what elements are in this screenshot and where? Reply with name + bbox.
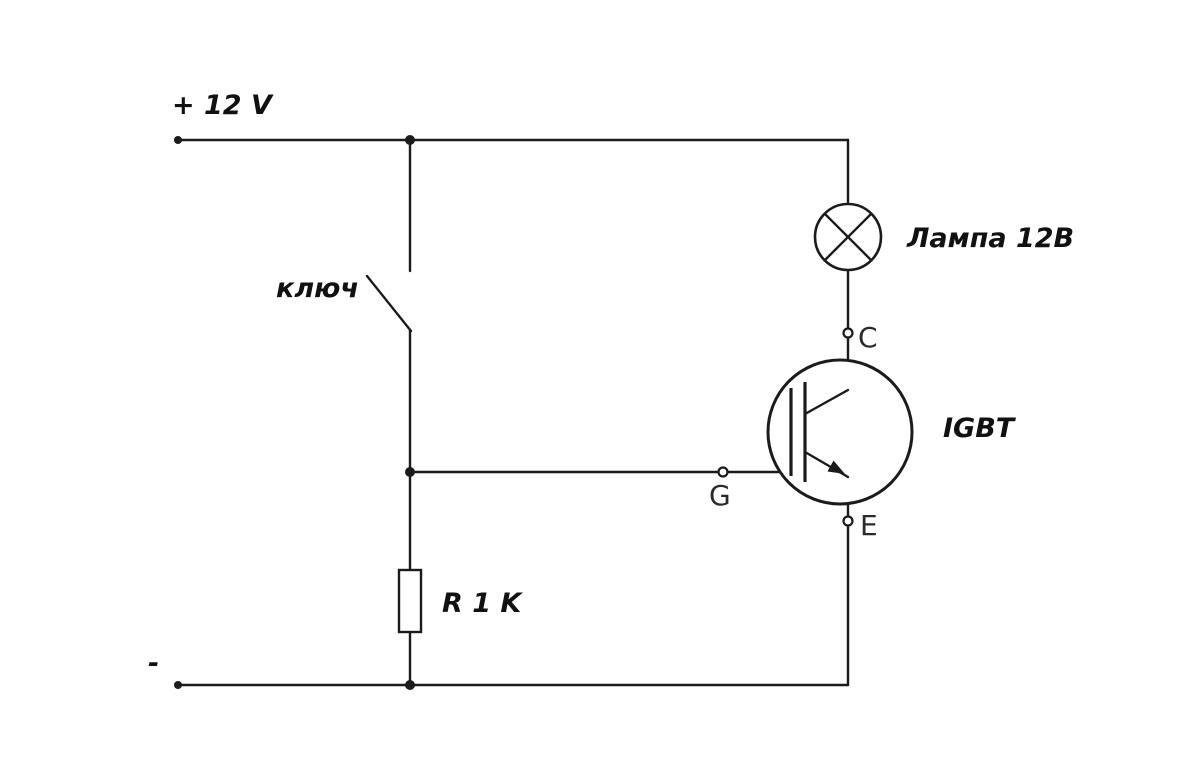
pin-terminals	[717, 327, 854, 527]
igbt-emitter-arrow	[827, 460, 845, 474]
label-resistor: R 1 K	[442, 588, 523, 619]
junction-top	[405, 135, 415, 145]
label-switch: ключ	[276, 273, 359, 304]
junction-gate	[405, 467, 415, 477]
switch-blade	[365, 274, 413, 333]
lamp-cross-2	[823, 212, 873, 262]
igbt-symbol	[766, 358, 914, 506]
emitter-terminal	[842, 515, 854, 527]
igbt-collector-diagonal	[803, 388, 850, 416]
wires	[176, 138, 850, 687]
label-transistor: IGBT	[943, 413, 1017, 444]
gate-terminal	[717, 466, 729, 478]
label-lamp: Лампа 12В	[906, 223, 1074, 254]
label-supply-negative: -	[148, 648, 159, 679]
label-pin-gate: G	[709, 479, 731, 512]
lamp-symbol	[813, 202, 883, 272]
terminal-dot-plus	[174, 136, 182, 144]
terminal-dot-minus	[174, 681, 182, 689]
junction-bottom	[405, 680, 415, 690]
label-supply-positive: + 12 V	[172, 90, 274, 121]
junctions	[174, 135, 415, 690]
collector-terminal	[842, 327, 854, 339]
resistor-body	[397, 568, 423, 634]
label-pin-collector: C	[858, 321, 878, 354]
label-pin-emitter: E	[860, 509, 878, 542]
